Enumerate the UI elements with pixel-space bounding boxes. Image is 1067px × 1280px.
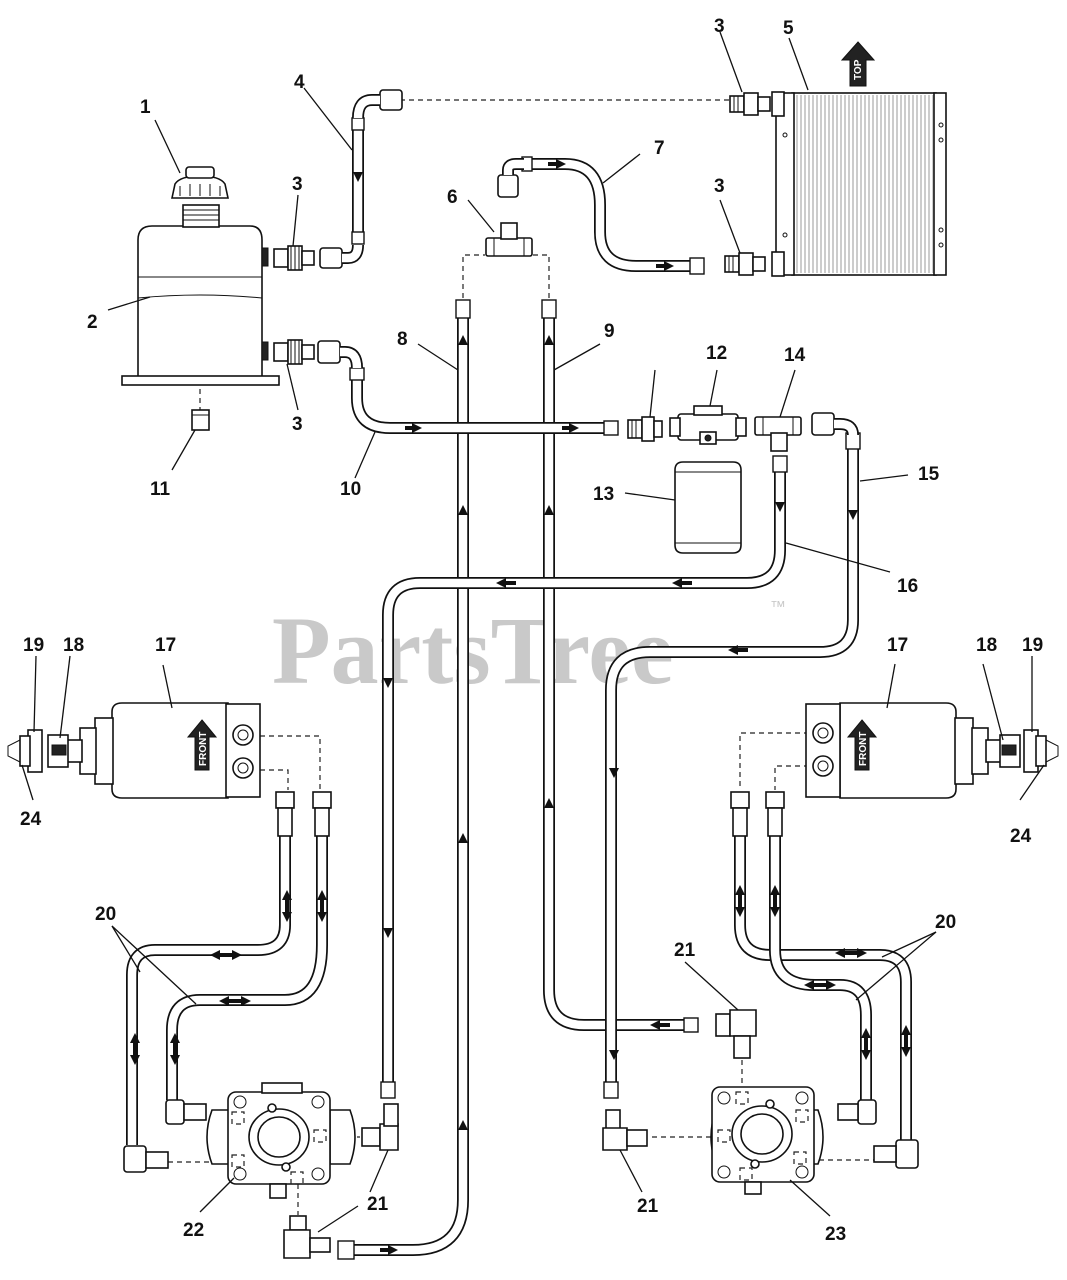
callout-3-cooler-lower: 3 xyxy=(714,176,725,197)
elbow-fitting-21-right-side xyxy=(602,1109,648,1151)
callout-13: 13 xyxy=(593,484,614,505)
hub-left xyxy=(7,729,43,773)
front-label-left: FRONT xyxy=(198,732,209,766)
filter-head xyxy=(669,405,747,445)
callout-24-right: 24 xyxy=(1010,826,1032,847)
callout-18-right: 18 xyxy=(976,635,997,656)
callout-19-left: 19 xyxy=(23,635,44,656)
fitting-cooler-upper xyxy=(729,92,771,116)
drain-plug xyxy=(191,409,210,431)
callout-3-reservoir-lower: 3 xyxy=(292,414,303,435)
callout-3-cooler-upper: 3 xyxy=(714,16,725,37)
callout-4: 4 xyxy=(294,72,305,93)
wheel-motor-left: FRONT xyxy=(47,702,261,799)
callout-7: 7 xyxy=(654,138,665,159)
tee-fitting-6 xyxy=(485,222,533,257)
oil-filter xyxy=(674,461,742,554)
elbow-fitting-21-left-side xyxy=(361,1103,399,1151)
callout-6: 6 xyxy=(447,187,458,208)
callout-19-right: 19 xyxy=(1022,635,1043,656)
fitting-cooler-lower xyxy=(724,252,766,276)
callout-24-left: 24 xyxy=(20,809,42,830)
callout-15: 15 xyxy=(918,464,940,485)
reservoir-tank xyxy=(121,204,280,386)
callout-22: 22 xyxy=(183,1220,204,1241)
watermark-trademark: ™ xyxy=(770,599,786,616)
front-label-right: FRONT xyxy=(858,732,869,766)
callout-5: 5 xyxy=(783,18,794,39)
flow-arrows xyxy=(130,159,911,1255)
callout-9: 9 xyxy=(604,321,615,342)
fitting-reservoir-upper xyxy=(273,245,315,271)
callout-3-reservoir-upper: 3 xyxy=(292,174,303,195)
callout-16: 16 xyxy=(897,576,918,597)
wheel-motor-right: FRONT xyxy=(805,702,1021,799)
callout-20-left: 20 xyxy=(95,904,116,925)
callout-14: 14 xyxy=(784,345,806,366)
callout-20-right: 20 xyxy=(935,912,956,933)
hose-elbow-15 xyxy=(811,412,859,436)
hub-right xyxy=(1023,729,1059,773)
callout-18-left: 18 xyxy=(63,635,84,656)
elbow-fitting-21-right-top xyxy=(715,1009,757,1059)
fitting-filter-inlet xyxy=(627,416,663,442)
callout-2: 2 xyxy=(87,312,98,333)
callout-11: 11 xyxy=(150,479,171,500)
pump-fittings-left xyxy=(123,1099,207,1173)
motor-fittings-left xyxy=(275,791,332,837)
motor-fittings-right xyxy=(730,791,785,837)
tee-fitting-14 xyxy=(754,416,802,452)
callout-21-right-top: 21 xyxy=(674,940,696,961)
callout-17-left: 17 xyxy=(155,635,176,656)
callout-10: 10 xyxy=(340,479,361,500)
hydraulic-pump-right xyxy=(710,1086,824,1195)
callout-21-left: 21 xyxy=(367,1194,389,1215)
pump-fittings-right xyxy=(837,1099,919,1169)
callout-12: 12 xyxy=(706,343,727,364)
hose-elbow-reservoir xyxy=(317,89,524,369)
fitting-reservoir-lower xyxy=(273,339,315,365)
callout-1: 1 xyxy=(140,97,151,118)
filler-cap xyxy=(171,166,229,199)
oil-cooler xyxy=(771,91,947,277)
hydraulic-pump-left xyxy=(206,1082,356,1199)
callout-8: 8 xyxy=(397,329,408,350)
callout-23: 23 xyxy=(825,1224,846,1245)
hose-ferrules xyxy=(337,117,861,1260)
top-orientation-arrow: TOP xyxy=(840,41,876,87)
callouts: 1 2 3 3 3 3 4 5 6 7 8 9 10 11 12 13 14 1… xyxy=(20,16,1045,1245)
top-label: TOP xyxy=(853,59,864,80)
callout-21-right-bottom: 21 xyxy=(637,1196,659,1217)
elbow-fitting-21-left-bottom xyxy=(283,1215,331,1259)
callout-17-right: 17 xyxy=(887,635,908,656)
